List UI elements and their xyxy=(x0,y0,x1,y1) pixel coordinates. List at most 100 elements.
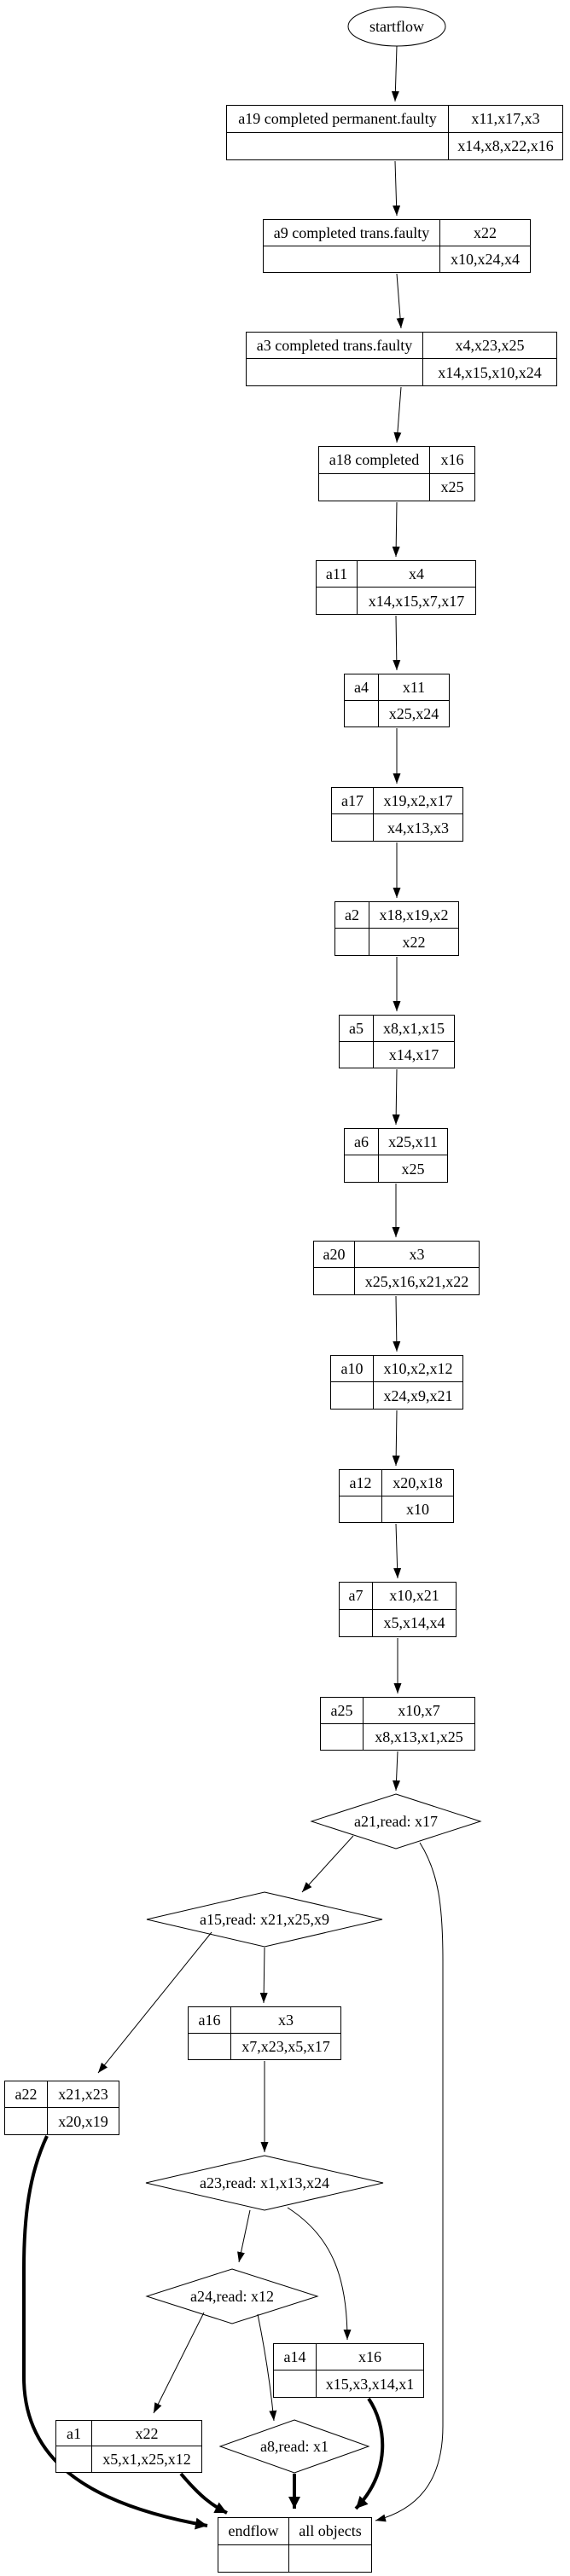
edge-a18-a11 xyxy=(392,501,400,558)
node-a17-bottom: x4,x13,x3 xyxy=(387,819,449,836)
node-a5-blank-cell xyxy=(340,1041,374,1068)
edge-a20-a10 xyxy=(393,1295,401,1352)
node-a7-top: x10,x21 xyxy=(373,1583,456,1610)
node-a9-top: x22 xyxy=(440,220,530,246)
node-a16-top: x3 xyxy=(231,2007,340,2034)
node-a6-top: x25,x11 xyxy=(379,1129,447,1155)
node-a15-label: a15,read: x21,x25,x9 xyxy=(200,1911,329,1928)
edge-a25-a21 xyxy=(393,1751,401,1792)
node-a4-bottom: x25,x24 xyxy=(388,704,439,722)
node-a16-bottom: x7,x23,x5,x17 xyxy=(241,2037,330,2055)
node-a24: a24,read: x12 xyxy=(147,2269,317,2324)
node-a2-title: a2 xyxy=(335,902,369,929)
node-a1: a1 x22 x5,x1,x25,x12 xyxy=(55,2420,202,2473)
node-a8: a8,read: x1 xyxy=(220,2420,369,2473)
node-a2-top: x18,x19,x2 xyxy=(369,902,458,929)
node-a21-label: a21,read: x17 xyxy=(354,1813,438,1830)
edge-a19-a9 xyxy=(393,160,401,217)
edge-a22-endflow xyxy=(22,2135,208,2530)
node-a1-blank-cell xyxy=(56,2446,92,2472)
node-a16-blank-cell xyxy=(189,2033,231,2059)
node-a5-bottom: x14,x17 xyxy=(388,1045,439,1063)
node-a17: a17 x19,x2,x17 x4,x13,x3 xyxy=(331,787,463,842)
node-a14-title: a14 xyxy=(274,2344,317,2370)
node-endflow-blank-right xyxy=(289,2545,371,2573)
edge-a24-a8 xyxy=(257,2313,277,2422)
node-a12-title: a12 xyxy=(340,1470,382,1496)
edge-a24-a1 xyxy=(153,2312,205,2414)
edge-a11-a4 xyxy=(393,615,401,671)
node-a20-blank-cell xyxy=(314,1268,355,1294)
edge-a14-endflow xyxy=(354,2397,385,2510)
node-a3-bottom: x14,x15,x10,x24 xyxy=(438,363,542,381)
node-a1-top: x22 xyxy=(92,2421,201,2446)
decision-a15-shape xyxy=(146,1891,383,1948)
node-a16: a16 x3 x7,x23,x5,x17 xyxy=(188,2006,341,2060)
node-a18: a18 completed x16 x25 xyxy=(318,446,475,501)
node-startflow-label: startflow xyxy=(369,18,424,35)
node-a1-bottom: x5,x1,x25,x12 xyxy=(102,2451,191,2468)
node-a4-title: a4 xyxy=(345,674,379,701)
node-a10-top: x10,x2,x12 xyxy=(374,1356,462,1382)
edge-a10-a12 xyxy=(392,1410,400,1467)
edge-a12-a7 xyxy=(393,1523,402,1579)
node-a10-blank-cell xyxy=(331,1382,374,1409)
edge-a23-a14 xyxy=(287,2207,352,2341)
node-a4-blank-cell xyxy=(345,700,379,726)
node-a18-top: x16 xyxy=(430,447,474,474)
node-a20-top: x3 xyxy=(355,1242,479,1268)
node-a12-bottom: x10 xyxy=(406,1500,429,1518)
node-a11-bottom: x14,x15,x7,x17 xyxy=(368,592,465,610)
node-a10-bottom: x24,x9,x21 xyxy=(383,1386,453,1404)
node-a1-title: a1 xyxy=(56,2421,92,2446)
edge-a21-endflow xyxy=(375,1842,444,2522)
node-a7-title: a7 xyxy=(340,1583,373,1610)
node-a22: a22 x21,x23 x20,x19 xyxy=(4,2081,119,2135)
node-a25-top: x10,x7 xyxy=(364,1698,474,1724)
node-a7-blank-cell xyxy=(340,1609,373,1636)
node-a4-top: x11 xyxy=(379,674,449,701)
node-a6-bottom: x25 xyxy=(401,1160,425,1178)
node-a11-top: x4 xyxy=(358,561,475,588)
edge-a23-a24 xyxy=(237,2209,251,2263)
edge-a9-a3 xyxy=(396,273,404,329)
node-endflow-title: endflow xyxy=(218,2518,289,2545)
node-a3: a3 completed trans.faulty x4,x23,x25 x14… xyxy=(246,332,557,386)
node-a20-title: a20 xyxy=(314,1242,355,1268)
node-a25-title: a25 xyxy=(321,1698,364,1724)
node-a21: a21,read: x17 xyxy=(311,1794,480,1849)
node-a12-blank-cell xyxy=(340,1496,382,1522)
edge-a15-a22 xyxy=(97,1931,212,2074)
node-a18-title: a18 completed xyxy=(319,447,430,474)
node-a14-top: x16 xyxy=(317,2344,423,2370)
node-a23: a23,read: x1,x13,x24 xyxy=(146,2156,383,2210)
node-a22-blank-cell xyxy=(5,2108,48,2134)
node-a11: a11 x4 x14,x15,x7,x17 xyxy=(316,560,476,615)
node-a12: a12 x20,x18 x10 xyxy=(339,1469,454,1523)
node-a20: a20 x3 x25,x16,x21,x22 xyxy=(313,1241,480,1295)
node-endflow-blank-left xyxy=(218,2544,289,2572)
node-a2-bottom: x22 xyxy=(402,933,426,951)
node-a25-bottom: x8,x13,x1,x25 xyxy=(375,1728,463,1745)
node-a20-bottom: x25,x16,x21,x22 xyxy=(364,1272,469,1290)
node-a8-label: a8,read: x1 xyxy=(260,2438,329,2455)
node-a17-blank-cell xyxy=(332,814,374,841)
node-a11-title: a11 xyxy=(317,561,358,588)
node-a7-bottom: x5,x14,x4 xyxy=(383,1614,445,1632)
node-a3-title: a3 completed trans.faulty xyxy=(247,333,423,359)
node-a14-bottom: x15,x3,x14,x1 xyxy=(325,2375,415,2393)
node-a3-top: x4,x23,x25 xyxy=(423,333,556,359)
node-a4: a4 x11 x25,x24 xyxy=(344,674,450,727)
node-a7: a7 x10,x21 x5,x14,x4 xyxy=(339,1582,457,1637)
edge-a21-a15 xyxy=(301,1835,354,1893)
node-a14: a14 x16 x15,x3,x14,x1 xyxy=(273,2343,424,2398)
node-a5-top: x8,x1,x15 xyxy=(374,1016,454,1042)
node-a23-label: a23,read: x1,x13,x24 xyxy=(200,2174,329,2191)
edge-a15-a16 xyxy=(259,1947,268,2004)
node-a14-blank-cell xyxy=(274,2370,317,2397)
node-a24-label: a24,read: x12 xyxy=(190,2288,274,2305)
node-a5-title: a5 xyxy=(340,1016,374,1042)
decision-a21-shape xyxy=(310,1793,482,1850)
